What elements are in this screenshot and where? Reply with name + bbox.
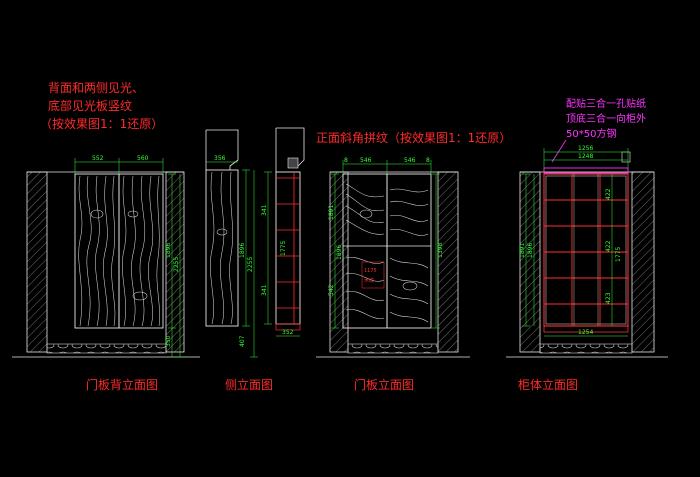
cab-dim-h2: 1896	[527, 243, 534, 258]
back-note-line-1: 背面和两侧见光、	[48, 81, 144, 95]
cabinet-note-line-2: 顶底三合一向柜外	[566, 112, 646, 125]
front-panel-note: 正面斜角拼纹（按效果图1：1还原）	[316, 130, 511, 145]
front-red-dim-2: 木纹	[364, 277, 374, 284]
front-wall-left	[329, 171, 349, 353]
title-back-elevation: 门板背立面图	[86, 377, 158, 392]
side-wood-grain	[209, 171, 233, 325]
cab-dim-r2: 422	[605, 240, 612, 252]
cabinet-note: 配贴三合一孔贴纸 顶底三合一向柜外 50*50方钢	[551, 97, 646, 163]
cab-dim-top2: 1248	[578, 153, 593, 160]
back-dim-height: 1896	[165, 243, 172, 258]
title-cabinet-elevation: 柜体立面图	[518, 377, 578, 392]
side-dim-bottom: 407	[239, 335, 246, 347]
side-dim-top: 356	[214, 155, 226, 162]
cab-base-gravel	[539, 343, 633, 354]
back-wall-left	[26, 171, 48, 353]
front-elevation-view: 1175 木纹 8 546 546 8 1891 1896 542 1398 门…	[316, 157, 470, 392]
front-dim-c: 546	[404, 157, 416, 164]
cab-top-steel-beam	[543, 167, 629, 174]
side2-dim-c: 341	[261, 284, 268, 296]
back-panel-note: 背面和两侧见光、 底部见光板竖纹 （按效果图1：1还原）	[40, 81, 163, 131]
cab-wall-right	[631, 171, 655, 353]
side2-dim-a: 341	[261, 204, 268, 216]
cab-wall-left	[519, 171, 541, 353]
back-note-line-2: 底部见光板竖纹	[48, 98, 132, 113]
front-wood-grain	[345, 183, 429, 323]
side-dim-total: 2255	[247, 257, 254, 272]
front-dim-b: 546	[360, 157, 372, 164]
side-cap-block	[287, 157, 299, 169]
cab-dim-h1: 1891	[519, 243, 526, 258]
cab-dim-r3: 423	[605, 292, 612, 304]
title-front-elevation: 门板立面图	[354, 377, 414, 392]
cab-dim-top: 1256	[578, 145, 593, 152]
back-wood-grain	[78, 175, 160, 327]
side2-dim-b: 1775	[280, 241, 287, 256]
cabinet-elevation-view: 1256 1248 1891 1896 1254 422 422 423 177…	[506, 145, 668, 392]
front-wall-right	[437, 171, 459, 353]
back-door-right	[118, 173, 164, 329]
front-red-annotation-box	[361, 261, 385, 289]
front-dim-h3: 542	[328, 284, 335, 296]
side-elevation-view: 356 1896 2255 407 341 1775 341 352 侧立面图	[205, 127, 305, 392]
back-elevation-view: 552 560 1896 2255 350 门板背立面图	[12, 155, 200, 392]
side-dim-height: 1896	[239, 243, 246, 258]
front-dim-d: 8	[426, 157, 430, 164]
front-red-dim-1: 1175	[364, 268, 377, 274]
cabinet-note-line-1: 配贴三合一孔贴纸	[566, 97, 646, 110]
back-dim-top-left: 552	[92, 155, 104, 162]
back-dim-top-right: 560	[137, 155, 149, 162]
cabinet-note-line-3: 50*50方钢	[566, 127, 616, 140]
back-note-line-3: （按效果图1：1还原）	[40, 116, 163, 131]
cab-dim-bottom: 1254	[578, 329, 593, 336]
back-dim-bottom: 350	[165, 335, 172, 347]
back-base-plinth	[46, 343, 167, 354]
front-dim-h2: 1896	[336, 245, 343, 260]
front-dim-h4: 1398	[437, 243, 444, 258]
cabinet-note-leader	[551, 139, 567, 163]
back-dim-total: 2255	[173, 257, 180, 272]
front-dim-a: 8	[344, 157, 348, 164]
cab-bottom-plinth	[543, 325, 629, 333]
cab-grid	[544, 174, 628, 326]
side2-dim-bottom: 352	[282, 329, 294, 336]
cab-dim-r1: 422	[605, 188, 612, 200]
side-panel	[205, 169, 239, 327]
front-base-plinth	[347, 343, 439, 354]
cab-dim-r4: 1775	[615, 247, 622, 262]
front-door-left	[342, 173, 388, 329]
front-dim-h1: 1891	[328, 205, 335, 220]
side-cabinet-shelves	[276, 172, 300, 324]
title-side-elevation: 侧立面图	[225, 377, 273, 392]
front-door-right	[386, 173, 432, 329]
